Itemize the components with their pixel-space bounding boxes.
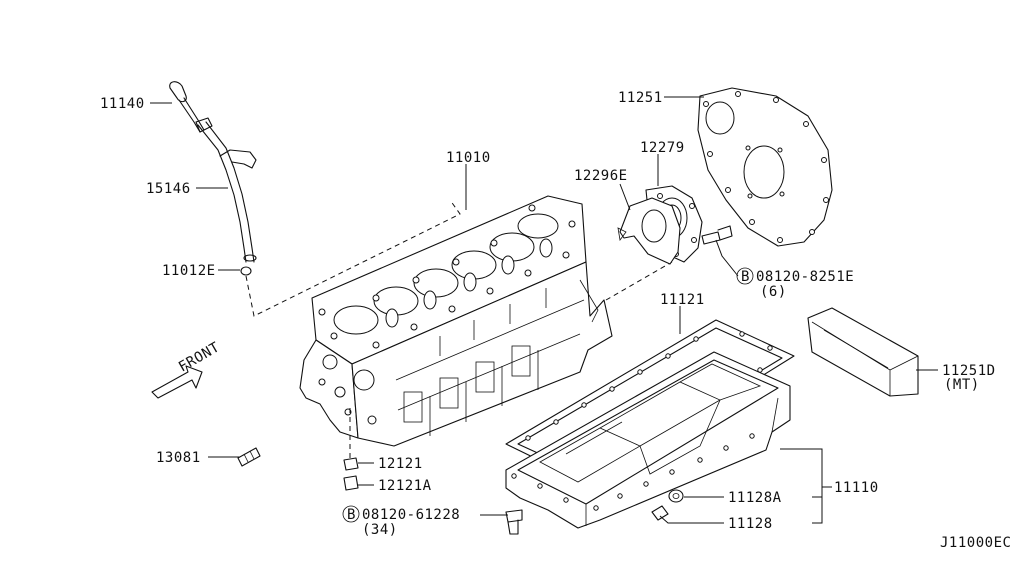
rear-seal-gasket[interactable] (617, 197, 681, 265)
dipstick[interactable] (169, 81, 205, 133)
label-bolt-bottom-qty: (34) (362, 522, 398, 538)
bearing-cap-bolt[interactable] (343, 457, 359, 471)
bolt-callout-bottom: B 08120-61228 (34) (342, 505, 460, 538)
rear-plate[interactable] (697, 87, 833, 247)
label-rear-seal: 12279 (640, 140, 685, 156)
label-cylinder-block: 11010 (446, 150, 491, 166)
label-drain-plug: 11128 (728, 516, 773, 532)
leader-lines (150, 96, 938, 524)
diagram-code: J11000EC (940, 535, 1011, 551)
label-dipstick: 11140 (100, 96, 145, 112)
label-oil-pan: 11110 (834, 480, 879, 496)
label-pan-gasket: 11121 (660, 292, 705, 308)
label-bolt-top-qty: (6) (760, 284, 787, 300)
dipstick-alignment-line (245, 199, 461, 317)
drain-plug[interactable] (651, 505, 669, 521)
label-stud: 13081 (156, 450, 201, 466)
pan-bolt[interactable] (505, 509, 523, 535)
label-bearing-cap-washer: 12121A (378, 478, 432, 494)
bolt-symbol-top-letter: B (741, 269, 750, 285)
bolt-symbol-bottom (342, 505, 360, 523)
label-plate: 11251 (618, 90, 663, 106)
baffle-plate[interactable] (807, 307, 919, 397)
drain-plug-washer[interactable] (668, 489, 684, 503)
label-bolt-bottom: 08120-61228 (362, 507, 460, 523)
oring[interactable] (240, 266, 252, 276)
cylinder-block[interactable] (299, 195, 613, 447)
bearing-cap-washer[interactable] (343, 475, 359, 491)
front-arrow: FRONT (151, 339, 223, 399)
seal-alignment-line (605, 261, 673, 301)
bolt-symbol-bottom-letter: B (347, 507, 356, 523)
label-drain-washer: 11128A (728, 490, 782, 506)
label-baffle-note: (MT) (944, 377, 980, 393)
label-baffle: 11251D (942, 363, 996, 379)
oil-pan[interactable] (505, 351, 791, 529)
front-label: FRONT (176, 339, 223, 375)
retainer-bolt[interactable] (701, 225, 733, 245)
label-dipstick-tube: 15146 (146, 181, 191, 197)
bolt-callout-top: B 08120-8251E (6) (736, 267, 854, 300)
label-seal-gasket: 12296E (574, 168, 628, 184)
stud[interactable] (237, 447, 261, 467)
label-oring: 11012E (162, 263, 216, 279)
label-bolt-top: 08120-8251E (756, 269, 854, 285)
dipstick-tube[interactable] (195, 117, 257, 263)
label-bearing-cap-bolt: 12121 (378, 456, 423, 472)
bolt-symbol-top (736, 267, 754, 285)
